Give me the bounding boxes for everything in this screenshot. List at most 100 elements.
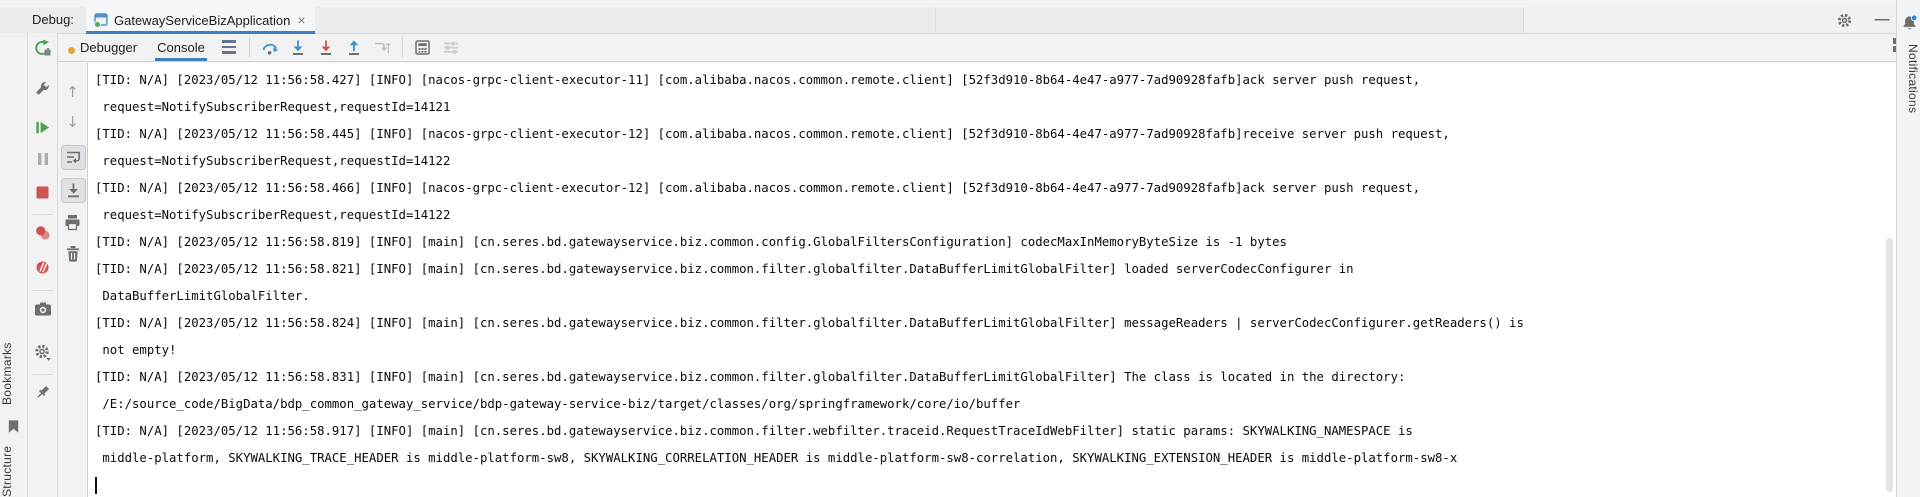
log-line: /E:/source_code/BigData/bdp_common_gatew… (95, 397, 1021, 411)
right-tool-stripe: Notifications (1896, 0, 1920, 497)
log-line: middle-platform, SKYWALKING_TRACE_HEADER… (95, 451, 1458, 465)
tab-debugger[interactable]: Debugger (58, 33, 147, 61)
up-arrow-icon: ↑ (66, 83, 79, 101)
step-over-icon (262, 43, 279, 55)
clear-console-button[interactable] (63, 244, 82, 263)
log-line: request=NotifySubscriberRequest,requestI… (95, 100, 451, 114)
log-line: request=NotifySubscriberRequest,requestI… (95, 208, 451, 222)
pin-icon (37, 386, 49, 398)
column-separator (32, 214, 53, 215)
column-separator (32, 290, 53, 291)
log-line: not empty! (95, 343, 177, 357)
debug-options-button[interactable] (33, 343, 52, 362)
vertical-scrollbar[interactable] (1886, 238, 1893, 492)
rerun-button[interactable] (33, 38, 52, 57)
log-line: [TID: N/A] [2023/05/12 11:56:58.824] [IN… (95, 316, 1524, 330)
pin-button[interactable] (33, 383, 52, 402)
soft-wrap-icon (67, 151, 80, 164)
toolbar-separator (248, 37, 250, 57)
log-line: request=NotifySubscriberRequest,requestI… (95, 154, 451, 168)
log-line: [TID: N/A] [2023/05/12 11:56:58.917] [IN… (95, 424, 1413, 438)
notifications-bell-button[interactable] (1901, 14, 1918, 32)
header-right-section (1523, 7, 1896, 33)
log-lines: [TID: N/A] [2023/05/12 11:56:58.427] [IN… (95, 67, 1896, 472)
gear-icon (35, 344, 51, 361)
close-icon[interactable]: × (297, 12, 306, 28)
print-button[interactable] (63, 213, 82, 232)
hide-button[interactable]: — (1872, 11, 1892, 29)
calculator-icon (415, 39, 431, 55)
evaluate-expression-button[interactable] (410, 35, 436, 59)
column-separator (32, 374, 53, 375)
layout-menu-button[interactable] (216, 35, 242, 59)
camera-icon (34, 302, 51, 315)
debugger-badge-icon (68, 46, 75, 54)
prev-occurrence-button[interactable]: ↑ (63, 83, 82, 102)
toolbar-separator (401, 37, 403, 57)
thread-dump-button[interactable] (33, 299, 52, 318)
next-occurrence-button[interactable]: ↓ (63, 113, 82, 132)
pause-icon (37, 152, 48, 165)
session-tab-title: GatewayServiceBizApplication (114, 12, 291, 28)
bell-icon (1903, 14, 1918, 30)
breakpoints-icon (35, 225, 50, 240)
gear-icon (1837, 13, 1851, 27)
hamburger-icon (221, 40, 236, 54)
console-output[interactable]: [TID: N/A] [2023/05/12 11:56:58.427] [IN… (88, 63, 1896, 497)
tab-debugger-label: Debugger (80, 39, 138, 55)
bookmark-icon[interactable] (6, 419, 21, 434)
chevron-down-icon (46, 358, 51, 361)
run-to-cursor-button[interactable] (369, 35, 395, 59)
log-line: DataBufferLimitGlobalFilter. (95, 289, 310, 303)
sidebar-item-notifications[interactable]: Notifications (1906, 44, 1920, 114)
force-step-into-icon (320, 40, 331, 55)
view-breakpoints-button[interactable] (33, 223, 52, 242)
soft-wrap-button[interactable] (61, 145, 86, 170)
settings-button[interactable] (1834, 11, 1854, 29)
debug-panel-header: Debug: GatewayServiceBizApplication × — (0, 7, 1896, 34)
log-line: [TID: N/A] [2023/05/12 11:56:58.821] [IN… (95, 262, 1354, 276)
step-out-icon (348, 40, 359, 55)
header-divider (935, 7, 936, 33)
step-over-button[interactable] (257, 35, 283, 59)
top-strip (0, 0, 1896, 7)
mute-breakpoints-button[interactable] (33, 258, 52, 277)
tab-console[interactable]: Console (147, 33, 215, 61)
step-into-icon (292, 40, 303, 55)
stop-icon (36, 186, 49, 199)
run-to-cursor-icon (374, 42, 391, 53)
resume-button[interactable] (33, 118, 52, 137)
log-line: [TID: N/A] [2023/05/12 11:56:58.831] [IN… (95, 370, 1406, 384)
resume-icon (36, 121, 50, 134)
printer-icon (65, 215, 80, 231)
step-into-button[interactable] (285, 35, 311, 59)
log-line: [TID: N/A] [2023/05/12 11:56:58.427] [IN… (95, 73, 1421, 87)
pause-button[interactable] (33, 149, 52, 168)
debug-panel-title: Debug: (32, 12, 74, 27)
sidebar-item-structure[interactable]: Structure (0, 445, 14, 497)
mute-breakpoints-icon (36, 261, 49, 274)
force-step-into-button[interactable] (313, 35, 339, 59)
stop-button[interactable] (33, 183, 52, 202)
log-line: [TID: N/A] [2023/05/12 11:56:58.819] [IN… (95, 235, 1287, 249)
tab-console-label: Console (157, 39, 205, 55)
debug-settings-button[interactable] (33, 79, 52, 98)
scroll-to-end-icon (68, 183, 79, 198)
view-options-button[interactable] (438, 35, 464, 59)
text-cursor (95, 477, 97, 494)
scroll-to-end-button[interactable] (61, 178, 86, 203)
down-arrow-icon: ↓ (66, 113, 79, 131)
session-tab-gatewayservicebizapplication[interactable]: GatewayServiceBizApplication × (86, 7, 315, 34)
log-line: [TID: N/A] [2023/05/12 11:56:58.445] [IN… (95, 127, 1450, 141)
left-tool-stripe: Bookmarks Structure (0, 33, 28, 497)
debug-toolbar: Debugger Console (58, 33, 1896, 62)
minus-icon: — (1874, 11, 1890, 28)
wrench-icon (36, 82, 49, 95)
run-app-icon (94, 13, 108, 27)
debug-actions-column (28, 33, 58, 497)
sliders-icon (443, 40, 458, 54)
sidebar-item-bookmarks[interactable]: Bookmarks (0, 342, 14, 406)
step-out-button[interactable] (341, 35, 367, 59)
header-divider-2 (1523, 7, 1524, 33)
